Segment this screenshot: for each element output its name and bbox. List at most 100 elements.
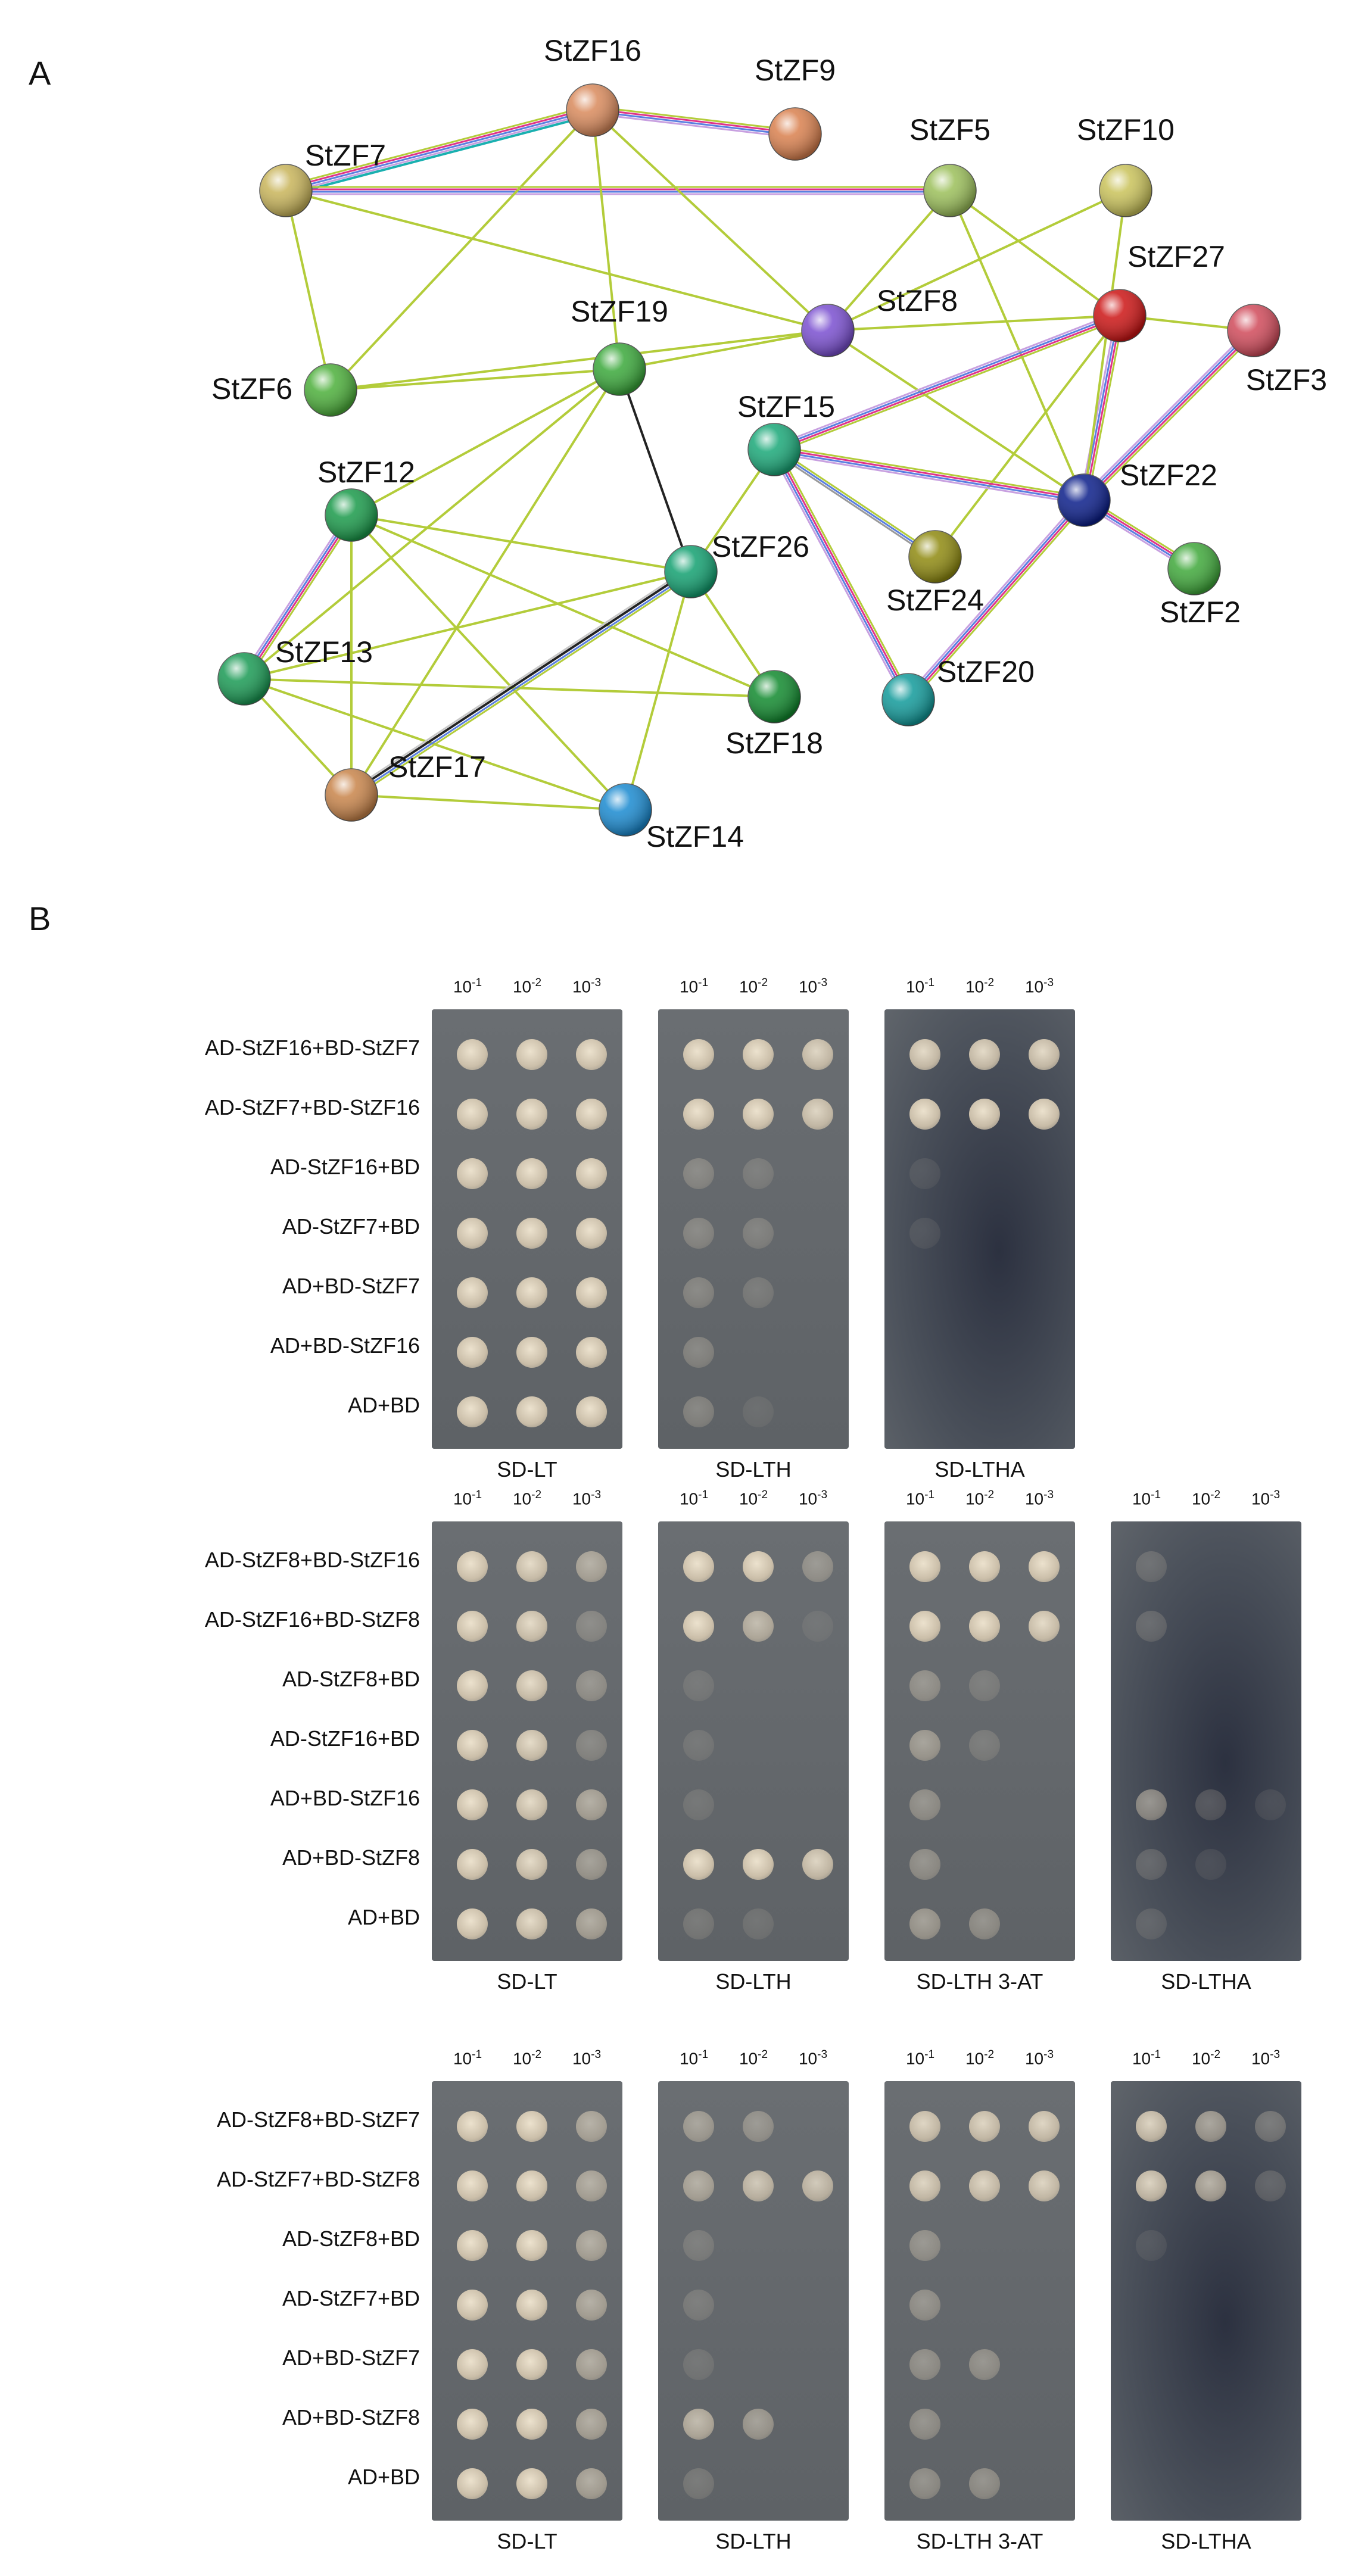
yeast-colony <box>743 1396 774 1427</box>
yeast-colony <box>1029 1099 1060 1130</box>
edge-StZF15-StZF20 <box>770 447 912 702</box>
dilution-base: 10 <box>1024 977 1044 996</box>
edge-StZF26-StZF17 <box>348 567 694 799</box>
dilution-base: 10 <box>679 977 699 996</box>
medium-label: SD-LTHA <box>1161 1969 1251 1994</box>
dilution-exponent: -1 <box>1151 2048 1161 2061</box>
node-gloss <box>769 108 821 160</box>
dilution-exponent: -2 <box>984 977 995 989</box>
node-label: StZF12 <box>317 456 415 489</box>
node-StZF12: StZF12 <box>317 456 415 542</box>
yeast-colony <box>1136 2170 1167 2201</box>
dilution-exponent: -2 <box>1210 1489 1221 1501</box>
yeast-colony <box>969 1730 1000 1761</box>
yeast-colony <box>909 2409 940 2440</box>
node-gloss <box>1099 164 1152 217</box>
yeast-colony <box>576 1099 607 1130</box>
node-label: StZF5 <box>909 113 990 146</box>
node-label: StZF7 <box>305 139 386 172</box>
yeast-colony <box>516 1158 547 1189</box>
yeast-colony <box>457 1908 488 1939</box>
dilution-exponent: -1 <box>698 2048 709 2061</box>
yeast-colony <box>743 1158 774 1189</box>
dilution-exponent: -2 <box>1210 2048 1221 2061</box>
medium-label: SD-LTH <box>715 1969 792 1994</box>
yeast-colony <box>683 1277 714 1308</box>
dilution-base: 10 <box>965 2049 985 2068</box>
dilution-exponent: -1 <box>472 1489 482 1501</box>
yeast-colony <box>969 1670 1000 1701</box>
dilution-exponent: -1 <box>924 977 935 989</box>
edge-StZF10-StZF22 <box>1083 190 1127 501</box>
dilution-base: 10 <box>1132 1489 1151 1508</box>
dilution-base: 10 <box>798 977 818 996</box>
yeast-colony <box>576 2111 607 2142</box>
medium-label: SD-LT <box>497 1969 557 1994</box>
yeast-colony <box>909 2111 940 2142</box>
dilution-exponent: -1 <box>924 2048 935 2061</box>
edge-StZF7-StZF5 <box>286 186 950 195</box>
dilution-base: 10 <box>905 2049 925 2068</box>
edge-StZF19-StZF26 <box>618 369 692 572</box>
node-label: StZF10 <box>1077 113 1175 146</box>
edge-StZF5-StZF8 <box>827 189 951 332</box>
yeast-colony <box>1136 1789 1167 1820</box>
yeast-colony <box>683 1099 714 1130</box>
strain-label: AD-StZF8+BD <box>282 1667 420 1691</box>
yeast-colony <box>969 1611 1000 1642</box>
dilution-base: 10 <box>798 1489 818 1508</box>
dilution-exponent: -2 <box>984 2048 995 2061</box>
agar-plate <box>432 1521 622 1961</box>
yeast-colony <box>1195 1849 1226 1880</box>
node-gloss <box>1094 289 1146 342</box>
dilution-exponent: -1 <box>472 977 482 989</box>
yeast-colony <box>683 2349 714 2380</box>
agar-plate <box>432 2081 622 2521</box>
dilution-label: 10-2 <box>1182 1489 1230 1508</box>
dilution-label: 10-2 <box>956 977 1004 996</box>
edge-StZF17-StZF14 <box>351 794 626 811</box>
dilution-base: 10 <box>739 977 758 996</box>
yeast-colony <box>516 1908 547 1939</box>
medium-label: SD-LTH 3-AT <box>916 1969 1043 1994</box>
yeast-colony <box>909 2349 940 2380</box>
dilution-base: 10 <box>512 2049 532 2068</box>
dilution-exponent: -1 <box>698 1489 709 1501</box>
node-label: StZF17 <box>388 750 486 784</box>
yeast-colony <box>516 2230 547 2261</box>
yeast-colony <box>683 1551 714 1582</box>
medium-label: SD-LT <box>497 2529 557 2553</box>
yeast-colony <box>683 2170 714 2201</box>
yeast-colony <box>1029 1551 1060 1582</box>
yeast-colony <box>683 2468 714 2499</box>
yeast-colony <box>516 1277 547 1308</box>
dilution-label: 10-2 <box>503 977 551 996</box>
edge-StZF7-StZF8 <box>285 189 828 332</box>
node-StZF15: StZF15 <box>737 390 835 476</box>
dilution-base: 10 <box>679 2049 699 2068</box>
edge-StZF15-StZF22 <box>773 445 1085 505</box>
yeast-colony <box>969 2349 1000 2380</box>
dilution-label: 10-3 <box>789 977 837 996</box>
edge-StZF19-StZF12 <box>351 368 620 516</box>
strain-label: AD-StZF8+BD-StZF16 <box>204 1548 420 1572</box>
node-StZF6: StZF6 <box>211 363 357 417</box>
yeast-colony <box>683 1789 714 1820</box>
panel-a-letter: A <box>29 54 51 92</box>
yeast-colony <box>683 1670 714 1701</box>
dilution-base: 10 <box>798 2049 818 2068</box>
node-StZF3: StZF3 <box>1227 304 1327 397</box>
edge-StZF27-StZF15 <box>772 311 1122 454</box>
dilution-exponent: -3 <box>1043 1489 1054 1501</box>
node-gloss <box>882 673 934 726</box>
yeast-colony <box>1255 1789 1286 1820</box>
dilution-base: 10 <box>572 2049 591 2068</box>
dilution-base: 10 <box>572 977 591 996</box>
edge-StZF15-StZF24 <box>772 447 937 560</box>
strain-label: AD-StZF8+BD-StZF7 <box>216 2107 420 2132</box>
yeast-colony <box>576 1551 607 1582</box>
yeast-colony <box>576 1218 607 1249</box>
yeast-colony <box>909 1218 940 1249</box>
yeast-colony <box>457 2468 488 2499</box>
